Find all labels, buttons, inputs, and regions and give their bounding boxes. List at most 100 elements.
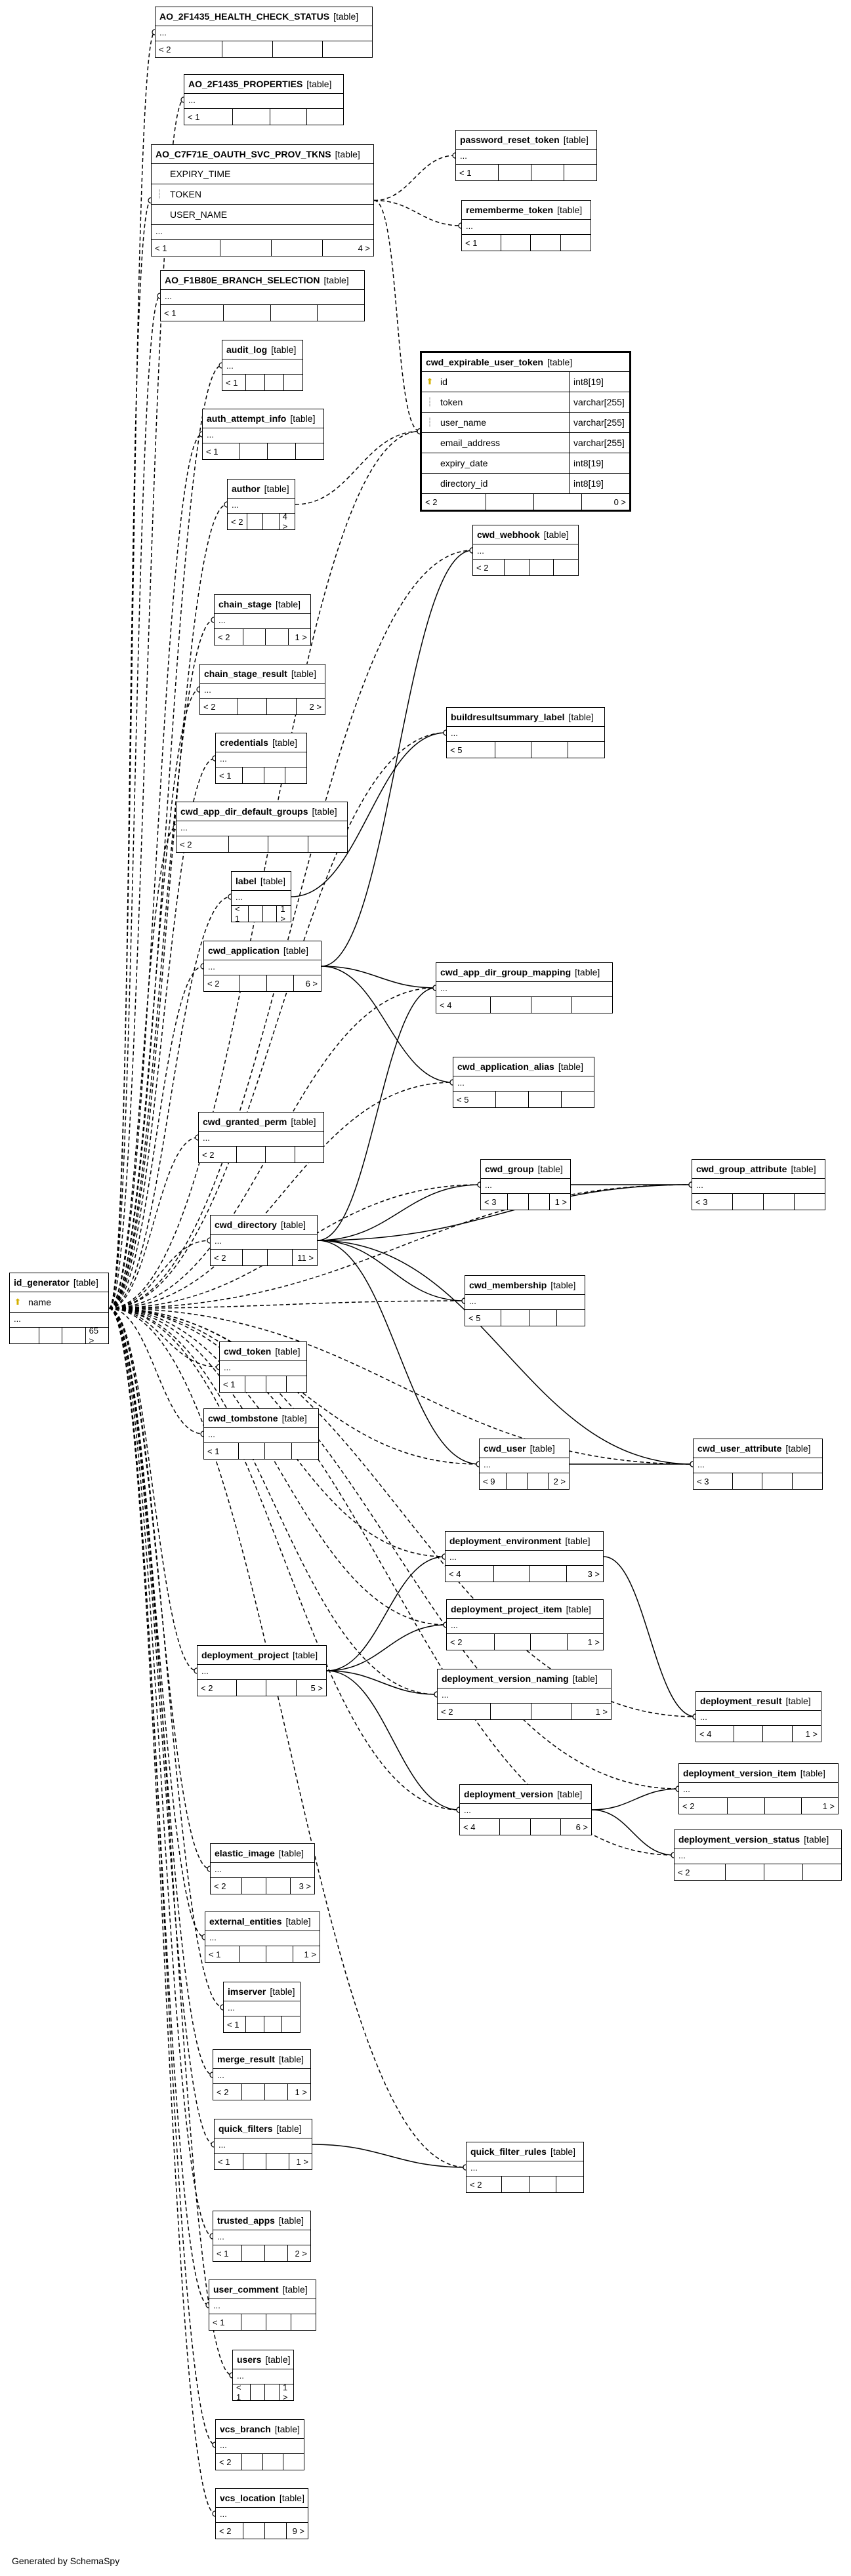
table-name[interactable]: deployment_environment <box>449 1536 562 1546</box>
table-quick-filter-rules[interactable]: quick_filter_rules[table]...< 2 <box>466 2142 584 2193</box>
table-name[interactable]: cwd_directory <box>215 1219 277 1230</box>
table-cwd-user-attribute[interactable]: cwd_user_attribute[table]...< 3 <box>693 1439 823 1490</box>
table-name[interactable]: cwd_application <box>208 945 280 956</box>
table-name[interactable]: deployment_project <box>201 1650 289 1660</box>
table-imserver[interactable]: imserver[table]...< 1 <box>223 1982 301 2033</box>
table-name[interactable]: quick_filters <box>218 2123 273 2134</box>
table-deployment-version-status[interactable]: deployment_version_status[table]...< 2 <box>674 1830 842 1881</box>
table-name[interactable]: id_generator <box>14 1277 70 1288</box>
table-name[interactable]: AO_F1B80E_BRANCH_SELECTION <box>165 275 320 285</box>
table-name[interactable]: merge_result <box>217 2054 275 2064</box>
table-name[interactable]: deployment_version_item <box>683 1768 797 1778</box>
column-row[interactable]: ┆TOKEN <box>152 184 373 205</box>
table-name[interactable]: auth_attempt_info <box>207 413 287 424</box>
table-name[interactable]: chain_stage_result <box>204 668 287 679</box>
table-name[interactable]: deployment_version <box>464 1789 554 1799</box>
table-cwd-group-attribute[interactable]: cwd_group_attribute[table]...< 3 <box>692 1159 825 1210</box>
table-name[interactable]: AO_C7F71E_OAUTH_SVC_PROV_TKNS <box>156 149 331 159</box>
table-cwd-granted-perm[interactable]: cwd_granted_perm[table]...< 2 <box>198 1112 324 1163</box>
table-name[interactable]: deployment_result <box>700 1696 782 1706</box>
table-ao-2f1435-properties[interactable]: AO_2F1435_PROPERTIES[table]...< 1 <box>184 74 344 125</box>
table-user-comment[interactable]: user_comment[table]...< 1 <box>209 2280 316 2331</box>
table-name[interactable]: cwd_app_dir_group_mapping <box>440 967 571 977</box>
table-name[interactable]: deployment_version_naming <box>442 1673 569 1684</box>
table-name[interactable]: AO_2F1435_HEALTH_CHECK_STATUS <box>159 11 330 22</box>
table-buildresultsummary-label[interactable]: buildresultsummary_label[table]...< 5 <box>446 707 605 758</box>
table-cwd-app-dir-default-groups[interactable]: cwd_app_dir_default_groups[table]...< 2 <box>176 802 348 853</box>
column-row[interactable]: EXPIRY_TIME <box>152 164 373 184</box>
table-name[interactable]: external_entities <box>209 1916 282 1927</box>
table-name[interactable]: cwd_tombstone <box>208 1413 278 1423</box>
table-name[interactable]: audit_log <box>226 344 268 355</box>
table-name[interactable]: user_comment <box>213 2284 279 2295</box>
table-name[interactable]: cwd_app_dir_default_groups <box>180 806 308 817</box>
table-cwd-application-alias[interactable]: cwd_application_alias[table]...< 5 <box>453 1057 594 1108</box>
table-name[interactable]: chain_stage <box>218 599 272 609</box>
table-rememberme-token[interactable]: rememberme_token[table]...< 1 <box>461 200 591 251</box>
table-name[interactable]: AO_2F1435_PROPERTIES <box>188 79 303 89</box>
table-name[interactable]: cwd_user_attribute <box>697 1443 782 1454</box>
table-name[interactable]: cwd_webhook <box>477 529 540 540</box>
table-name[interactable]: rememberme_token <box>466 205 554 215</box>
table-name[interactable]: cwd_membership <box>469 1280 547 1290</box>
table-name[interactable]: elastic_image <box>215 1848 275 1858</box>
table-name[interactable]: cwd_group <box>485 1164 534 1174</box>
table-name[interactable]: cwd_user <box>484 1443 526 1454</box>
table-name[interactable]: trusted_apps <box>217 2215 275 2226</box>
table-name[interactable]: cwd_group_attribute <box>696 1164 787 1174</box>
table-ao-f1b80e-branch-selection[interactable]: AO_F1B80E_BRANCH_SELECTION[table]...< 1 <box>160 270 365 321</box>
column-row[interactable]: ⬆name <box>10 1292 108 1313</box>
table-name[interactable]: vcs_branch <box>220 2424 271 2434</box>
table-vcs-branch[interactable]: vcs_branch[table]...< 2 <box>215 2419 304 2470</box>
table-cwd-membership[interactable]: cwd_membership[table]...< 5 <box>465 1275 585 1326</box>
table-cwd-webhook[interactable]: cwd_webhook[table]...< 2 <box>472 525 579 576</box>
table-name[interactable]: author <box>232 483 260 494</box>
column-row[interactable]: USER_NAME <box>152 205 373 225</box>
table-name[interactable]: label <box>236 876 257 886</box>
table-id-generator[interactable]: id_generator[table]⬆name...65 > <box>9 1273 109 1345</box>
table-password-reset-token[interactable]: password_reset_token[table]...< 1 <box>455 130 597 181</box>
table-name[interactable]: password_reset_token <box>460 134 560 145</box>
table-name[interactable]: quick_filter_rules <box>470 2146 547 2157</box>
table-name[interactable]: cwd_granted_perm <box>203 1116 287 1127</box>
table-credentials[interactable]: credentials[table]...< 1 <box>215 733 307 784</box>
table-ao-c7f71e-oauth-svc-prov-tkns[interactable]: AO_C7F71E_OAUTH_SVC_PROV_TKNS[table]EXPI… <box>151 144 374 256</box>
table-auth-attempt-info[interactable]: auth_attempt_info[table]...< 1 <box>202 409 324 460</box>
table-name[interactable]: cwd_token <box>224 1346 272 1357</box>
table-cwd-tombstone[interactable]: cwd_tombstone[table]...< 1 <box>203 1408 319 1460</box>
table-name[interactable]: imserver <box>228 1986 266 1997</box>
table-audit-log[interactable]: audit_log[table]...< 1 <box>222 340 303 391</box>
table-name[interactable]: credentials <box>220 737 268 748</box>
table-name[interactable]: deployment_version_status <box>678 1834 800 1845</box>
table-cwd-token[interactable]: cwd_token[table]...< 1 <box>219 1341 307 1393</box>
table-name[interactable]: cwd_expirable_user_token <box>426 357 543 367</box>
